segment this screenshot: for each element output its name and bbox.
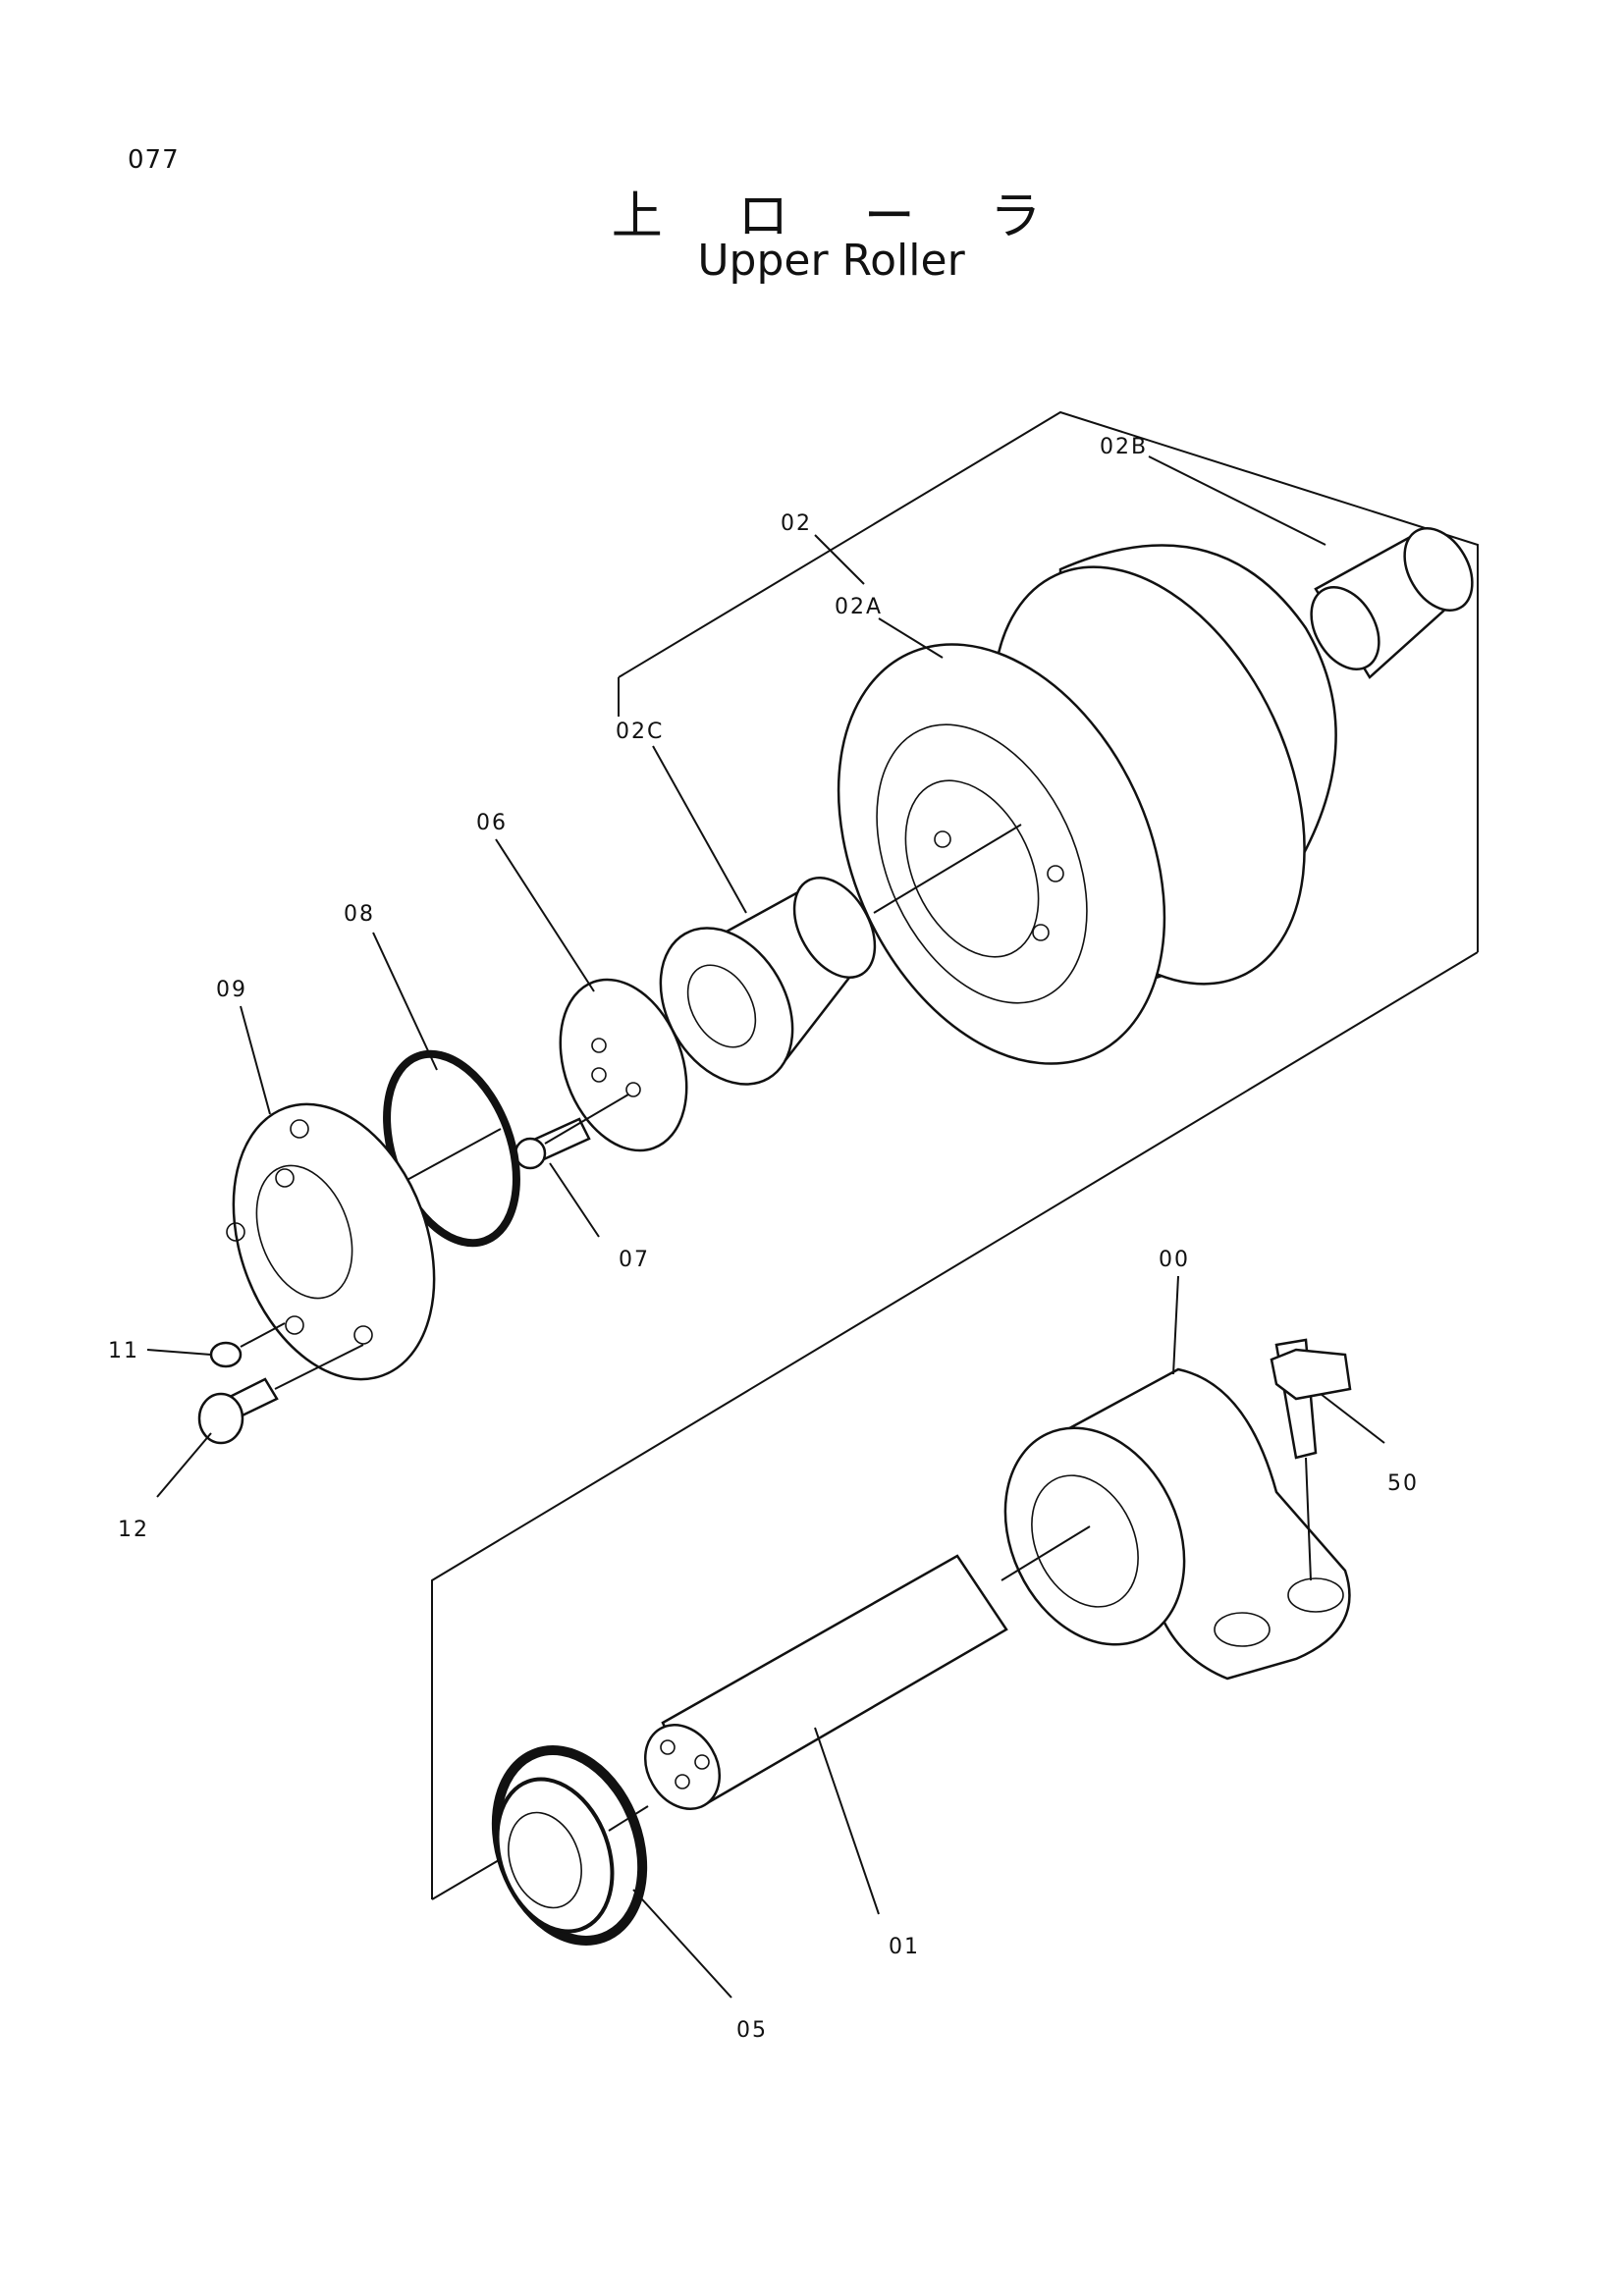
callout-00: 00: [1159, 1248, 1190, 1272]
leader-02c: [652, 745, 747, 914]
part-09-cover: [226, 1102, 436, 1381]
leader-06: [495, 838, 595, 992]
leader-02a: [878, 617, 944, 659]
leader-07: [549, 1162, 600, 1238]
part-06-plate: [559, 978, 688, 1152]
leader-50: [1320, 1393, 1385, 1444]
part-07-bolt: [514, 1094, 629, 1170]
leader-08: [372, 932, 438, 1071]
leader-02: [814, 534, 865, 585]
part-11-plug: [209, 1322, 286, 1368]
part-12-bolt: [197, 1344, 364, 1445]
leader-11: [146, 1349, 212, 1356]
callout-02b: 02B: [1100, 435, 1148, 459]
leader-lines: [146, 455, 1385, 1999]
title-english: Upper Roller: [697, 236, 965, 286]
part-01-shaft: [644, 1554, 1008, 1810]
leader-05: [632, 1889, 732, 1999]
callout-05: 05: [736, 2018, 768, 2043]
leader-12: [156, 1432, 212, 1498]
callout-02a: 02A: [835, 595, 883, 619]
callout-07: 07: [619, 1248, 650, 1272]
assembly-bracket-upper: [618, 410, 1479, 952]
part-05-floating-seal: [491, 1745, 649, 1946]
callout-06: 06: [476, 811, 508, 835]
page-number: 077: [128, 145, 180, 175]
callout-12: 12: [118, 1518, 149, 1542]
part-02b-bushing: [1310, 526, 1474, 679]
part-00-bracket: [1001, 1367, 1351, 1681]
callout-08: 08: [344, 902, 375, 927]
leader-01: [814, 1727, 880, 1915]
callout-11: 11: [108, 1339, 139, 1363]
callout-02c: 02C: [616, 720, 664, 744]
callout-50: 50: [1387, 1471, 1419, 1496]
title-japanese: 上 ロ ー ラ: [611, 187, 1071, 246]
part-02c-sleeve: [659, 877, 877, 1086]
leader-00: [1172, 1275, 1179, 1375]
part-02a-roller: [837, 544, 1337, 1065]
callout-02: 02: [781, 511, 812, 536]
callout-09: 09: [216, 978, 247, 1002]
leader-09: [240, 1005, 271, 1115]
leader-02b: [1148, 455, 1326, 546]
callout-01: 01: [889, 1935, 920, 1959]
part-50-bolt: [1270, 1338, 1352, 1581]
